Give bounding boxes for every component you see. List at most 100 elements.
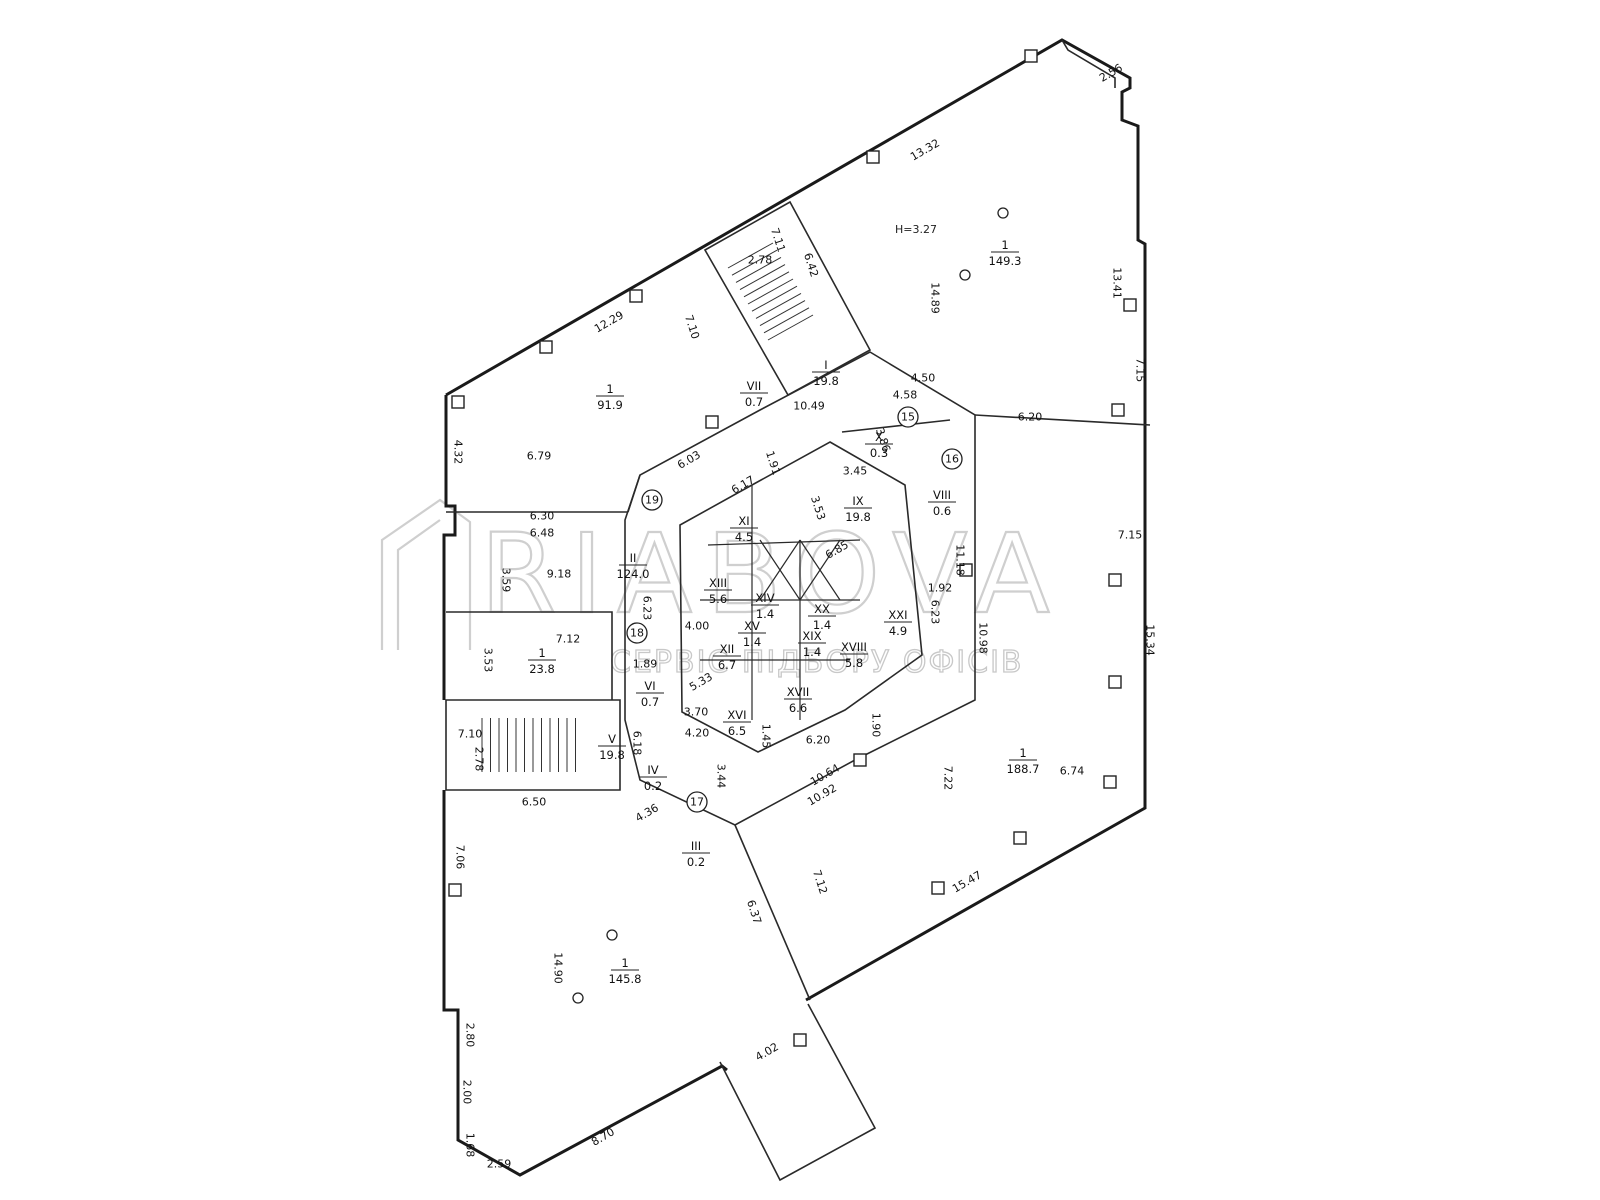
dimension-label: 6.23 — [929, 600, 942, 625]
dimension-labels: 2.5613.3213.417.1514.897.116.422.7812.29… — [452, 61, 1157, 1170]
dimension-label: 10.98 — [977, 622, 990, 654]
room-label-nw: 191.9 — [596, 382, 624, 412]
room-number: I — [824, 358, 827, 372]
room-area: 91.9 — [597, 398, 623, 412]
stair-step — [727, 242, 774, 269]
dimension-label: 1.68 — [464, 1133, 477, 1158]
stair-west — [445, 699, 621, 791]
room-number: XIII — [709, 576, 727, 590]
room-number: 1 — [621, 956, 628, 970]
dimension-label: 4.58 — [893, 389, 918, 402]
room-number: XX — [814, 602, 830, 616]
room-label-vi: VI 0.7 — [636, 679, 664, 709]
stair-step — [747, 278, 794, 305]
marker-19: 19 — [641, 489, 663, 511]
room-label-w: 123.8 — [528, 646, 556, 676]
fixture — [606, 929, 618, 941]
marker-15: 15 — [897, 406, 919, 428]
room-area: 0.2 — [644, 779, 662, 793]
dimension-label: 4.36 — [633, 801, 661, 825]
dimension-label: 7.15 — [1134, 358, 1147, 383]
dimension-label: 13.41 — [1111, 267, 1124, 299]
dimension-label: 7.12 — [556, 633, 581, 646]
room-number: XVI — [727, 708, 746, 722]
dimension-label: 6.03 — [675, 448, 703, 472]
column — [1024, 49, 1038, 63]
stair-step — [751, 285, 798, 312]
dimension-label: 4.32 — [452, 440, 465, 465]
room-number: III — [691, 839, 701, 853]
room-label-vii: VII 0.7 — [740, 379, 768, 409]
room-label-i: I19.8 — [812, 358, 840, 388]
room-number: IV — [647, 763, 658, 777]
room-number: XII — [720, 642, 735, 656]
dimension-label: 4.00 — [685, 620, 710, 633]
room-number: X — [875, 430, 883, 444]
column — [1123, 298, 1137, 312]
dimension-label: 6.48 — [530, 527, 555, 540]
dimension-label: 15.47 — [950, 868, 984, 895]
room-number: VIII — [933, 488, 951, 502]
room-area: 0.7 — [641, 695, 659, 709]
room-number: 1 — [1001, 238, 1008, 252]
room-label-xv: XV1.4 — [738, 619, 766, 649]
dimension-label: 1.92 — [928, 582, 953, 595]
column — [539, 340, 553, 354]
room-area: 5.8 — [845, 656, 863, 670]
dimension-label: 6.79 — [527, 450, 552, 463]
marker-label: 15 — [901, 411, 915, 424]
room-label-xi: XI4.5 — [730, 514, 758, 544]
fixtures — [572, 207, 1009, 1004]
room-number: 1 — [606, 382, 613, 396]
room-area: 1.4 — [813, 618, 831, 632]
marker-label: 18 — [630, 627, 644, 640]
room-area: 5.6 — [709, 592, 727, 606]
circled-markers: 15 16 17 18 19 — [626, 406, 963, 813]
room-area: 4.9 — [889, 624, 907, 638]
fixture — [959, 269, 971, 281]
fixture — [997, 207, 1009, 219]
room-area: 145.8 — [609, 972, 642, 986]
dimension-label: 15.34 — [1144, 624, 1157, 656]
room-area: 188.7 — [1007, 762, 1040, 776]
stair-step — [739, 264, 786, 291]
watermark: RIABOVA СЕРВІС ПІДБОРУ ОФІСІВ — [380, 498, 1051, 681]
dimension-label: 2.00 — [461, 1080, 474, 1105]
room-area: 0.6 — [933, 504, 951, 518]
marker-circle — [897, 406, 919, 428]
dimension-label: 6.74 — [1060, 765, 1085, 778]
room-label-xx: XX 1.4 — [808, 602, 836, 632]
column — [853, 753, 867, 767]
watermark-house-icon — [380, 498, 472, 650]
column — [705, 415, 719, 429]
stair-north — [703, 200, 872, 397]
room-area: 0.7 — [745, 395, 763, 409]
room-label-x: X0.3 — [865, 430, 893, 460]
dimension-label: 3.44 — [715, 764, 728, 789]
marker-label: 17 — [690, 796, 704, 809]
dimension-label: 6.20 — [1018, 411, 1043, 424]
dimension-label: 1.90 — [870, 713, 883, 738]
room-area: 23.8 — [529, 662, 555, 676]
dimension-label: 3.70 — [684, 706, 709, 719]
room-number: II — [630, 551, 637, 565]
dimension-label: 2.78 — [748, 254, 773, 267]
room-number: 1 — [1019, 746, 1026, 760]
room-label-iv: IV 0.2 — [639, 763, 667, 793]
marker-label: 16 — [945, 453, 959, 466]
dimension-label: 3.53 — [482, 648, 495, 673]
room-label-v: V19.8 — [598, 732, 626, 762]
column — [1111, 403, 1125, 417]
column — [793, 1033, 807, 1047]
marker-17: 17 — [686, 791, 708, 813]
dimension-label: 7.10 — [682, 313, 702, 340]
room-number: VII — [747, 379, 762, 393]
room-number: VI — [644, 679, 655, 693]
